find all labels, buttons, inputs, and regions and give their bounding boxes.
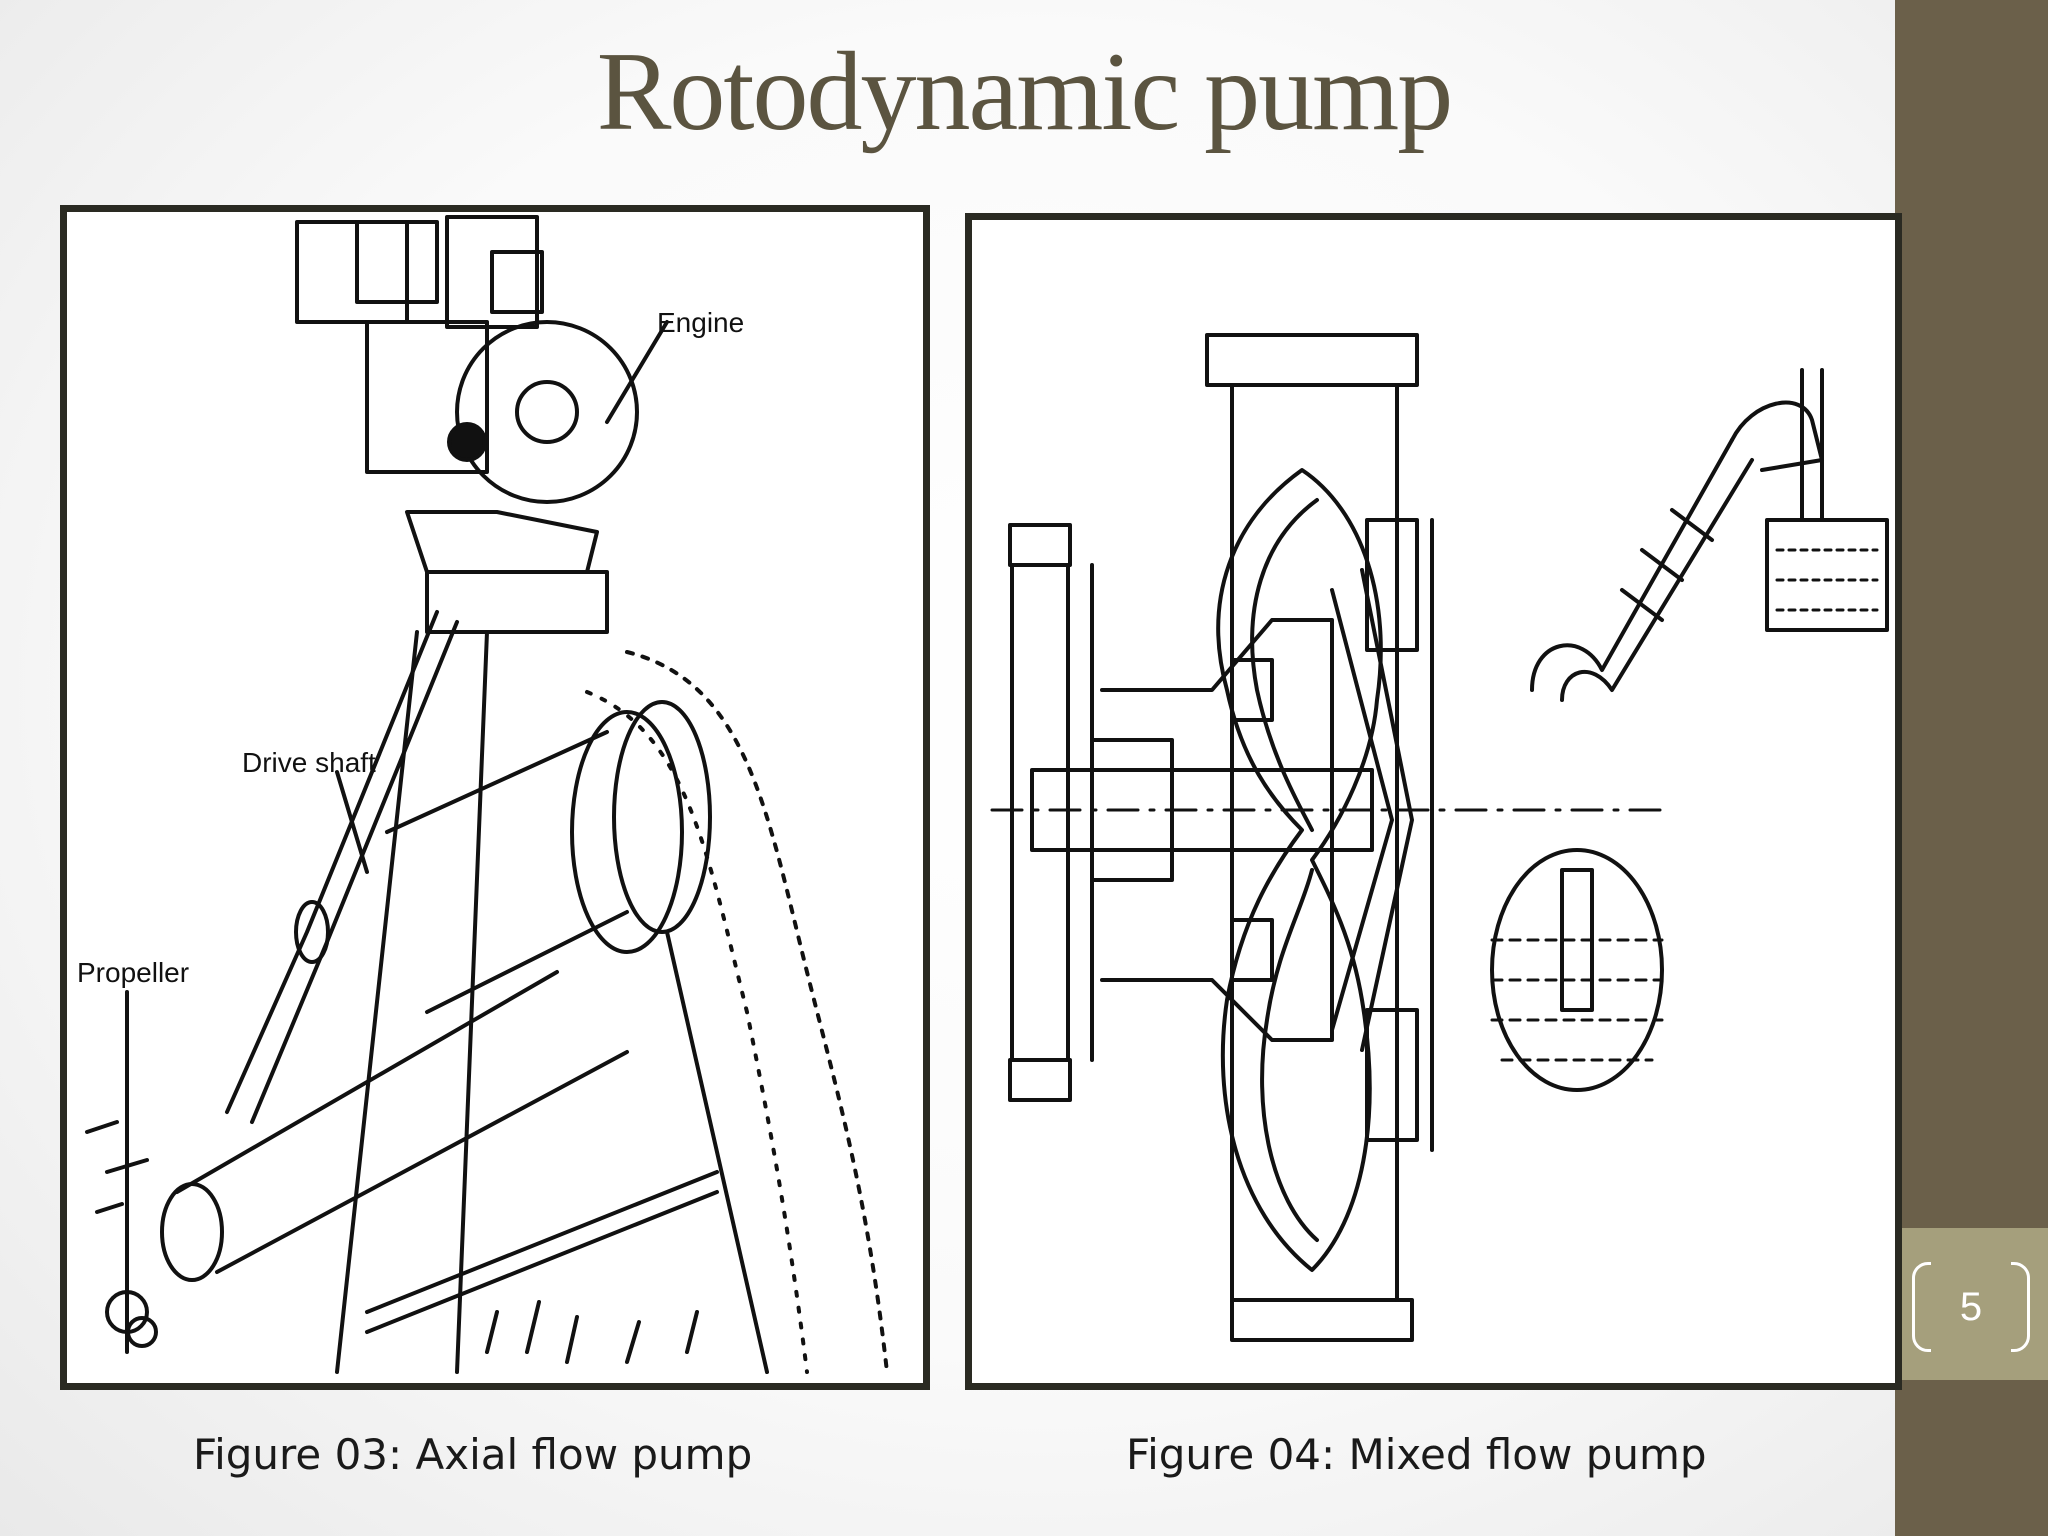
mixed-flow-pump-figure: [965, 213, 1902, 1390]
axial-flow-pump-figure: Engine Drive shaft Propeller: [60, 205, 930, 1390]
engine-label: Engine: [657, 307, 744, 338]
axial-flow-pump-drawing: Engine Drive shaft Propeller: [77, 215, 889, 1374]
mixed-flow-pump-drawing: [990, 333, 1889, 1342]
slide-title: Rotodynamic pump: [596, 30, 1454, 154]
propeller-label: Propeller: [77, 957, 189, 988]
page-number-tab: [1895, 1228, 2048, 1380]
figure-03-caption: Figure 03: Axial flow pump: [193, 1430, 753, 1479]
page-number: 5: [1959, 1285, 1983, 1329]
figure-04-caption: Figure 04: Mixed flow pump: [1126, 1430, 1707, 1479]
drive-shaft-label: Drive shaft: [242, 747, 376, 778]
page-number-bracket: [1912, 1261, 2030, 1353]
